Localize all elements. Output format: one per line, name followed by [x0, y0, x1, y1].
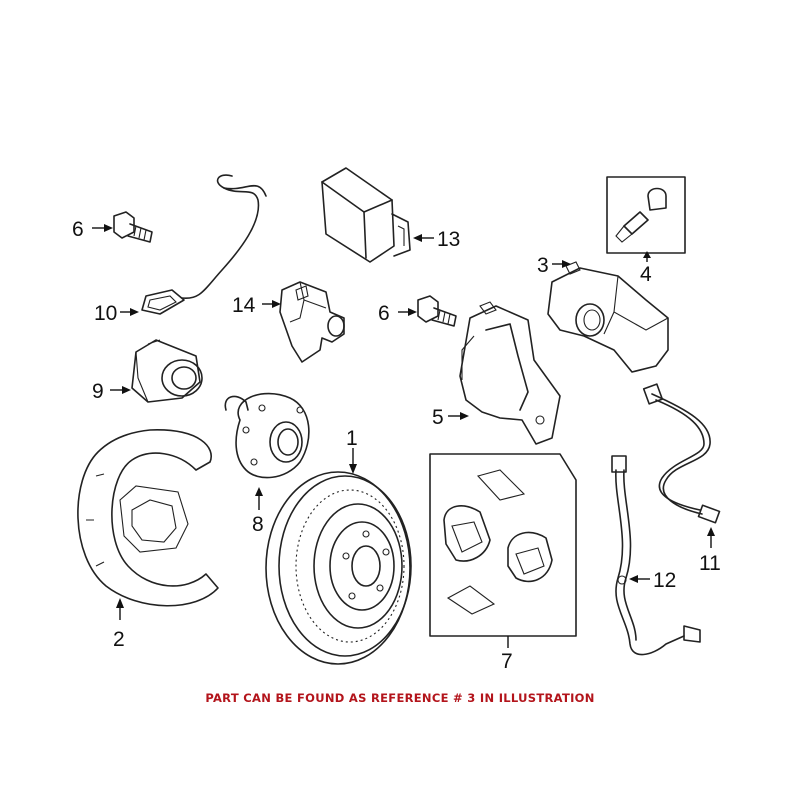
part-8-wheel-hub	[224, 392, 310, 479]
callout-13: 13	[437, 228, 460, 251]
part-13-brake-control-module	[321, 167, 411, 263]
callout-6a: 6	[72, 218, 84, 241]
leader-lines	[92, 224, 715, 648]
callout-labels: 1 2 3 4 5 6 6 7 8 9 10 11 12 13 14	[72, 218, 721, 673]
callout-8: 8	[252, 513, 264, 536]
part-6-bolt-center	[417, 295, 457, 327]
callout-10: 10	[94, 302, 117, 325]
part-2-dust-shield	[77, 429, 219, 607]
callout-1: 1	[346, 427, 358, 450]
part-3-brake-caliper	[547, 261, 669, 373]
part-7-brake-pad-set	[429, 453, 577, 637]
part-1-brake-rotor	[265, 471, 412, 665]
part-4-bleeder-kit	[606, 176, 686, 254]
callout-2: 2	[113, 628, 125, 651]
part-14-sensor	[279, 281, 345, 363]
callout-7: 7	[501, 650, 513, 673]
callout-4: 4	[640, 263, 652, 286]
part-12-abs-sensor-wire	[611, 455, 701, 656]
part-5-caliper-carrier	[459, 301, 561, 445]
callout-11: 11	[699, 552, 721, 575]
callout-9: 9	[92, 380, 104, 403]
callout-3: 3	[537, 254, 549, 277]
callout-5: 5	[432, 406, 444, 429]
callout-12: 12	[653, 569, 676, 592]
part-9-wheel-bearing	[131, 339, 203, 403]
callout-6b: 6	[378, 302, 390, 325]
part-10-wear-sensor-wire	[141, 174, 267, 315]
reference-caption: PART CAN BE FOUND AS REFERENCE # 3 IN IL…	[205, 691, 595, 705]
part-6-bolt-upper	[113, 211, 153, 243]
part-11-brake-hose	[642, 383, 721, 524]
callout-14: 14	[232, 294, 256, 317]
